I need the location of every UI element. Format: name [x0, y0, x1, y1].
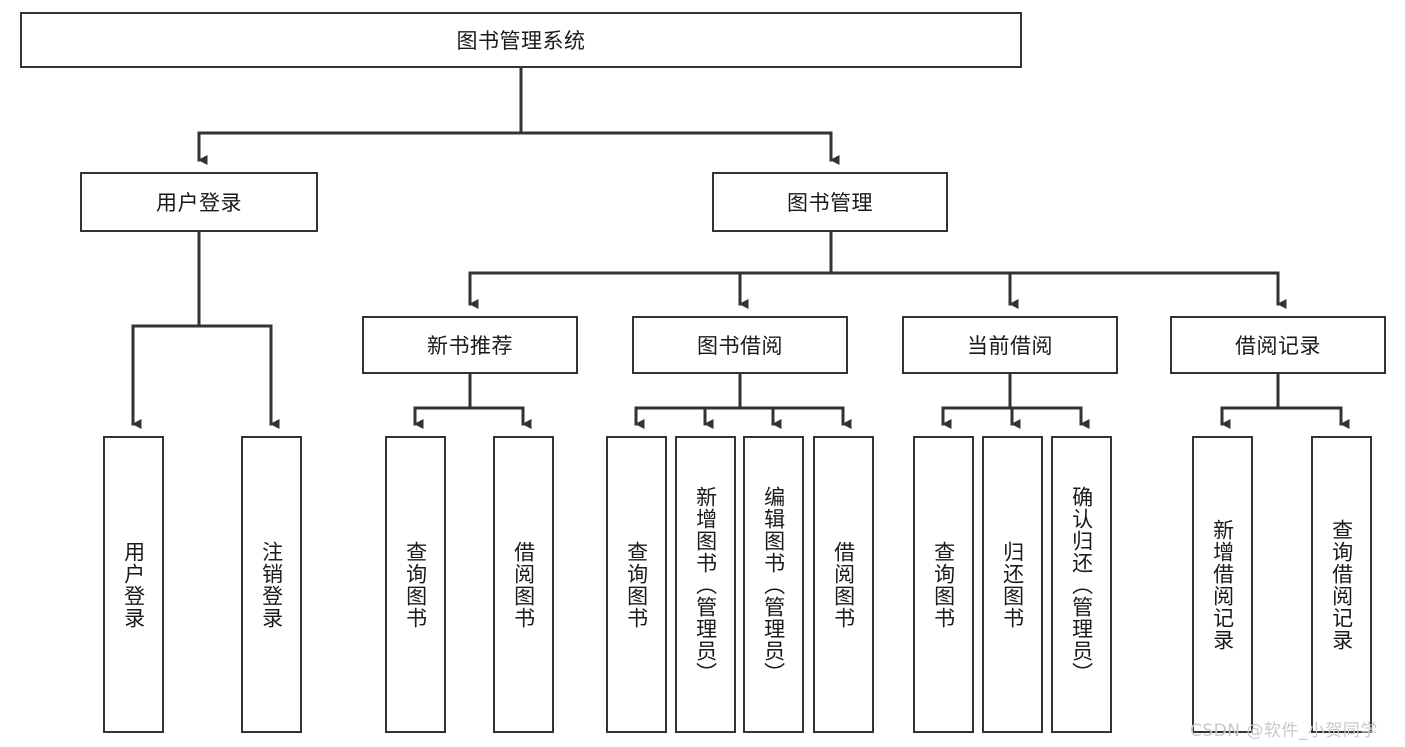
node-leaf-borrow-book-recommend[interactable]: 借阅图书 — [493, 436, 554, 733]
node-label: 查询图书 — [403, 540, 428, 629]
node-leaf-add-borrow-record[interactable]: 新增借阅记录 — [1192, 436, 1253, 733]
node-book-borrow[interactable]: 图书借阅 — [632, 316, 848, 374]
node-leaf-query-book-borrow[interactable]: 查询图书 — [606, 436, 667, 733]
csdn-watermark: CSDN @软件_小贺同学 — [1190, 721, 1378, 741]
node-label: 查询图书 — [931, 540, 956, 629]
node-label: 新增图书（管理员） — [693, 485, 718, 684]
node-leaf-add-book[interactable]: 新增图书（管理员） — [675, 436, 736, 733]
node-leaf-return-book[interactable]: 归还图书 — [982, 436, 1043, 733]
node-label: 当前借阅 — [967, 334, 1053, 358]
node-label: 新书推荐 — [427, 334, 513, 358]
node-book-management[interactable]: 图书管理 — [712, 172, 948, 232]
node-current-borrow[interactable]: 当前借阅 — [902, 316, 1118, 374]
node-label: 确认归还（管理员） — [1069, 485, 1094, 684]
node-label: 借阅图书 — [831, 540, 856, 629]
node-label: 新增借阅记录 — [1210, 518, 1235, 651]
node-leaf-confirm-return[interactable]: 确认归还（管理员） — [1051, 436, 1112, 733]
node-label: 注销登录 — [259, 540, 284, 629]
node-label: 借阅图书 — [511, 540, 536, 629]
node-new-book-recommend[interactable]: 新书推荐 — [362, 316, 578, 374]
node-label: 查询图书 — [624, 540, 649, 629]
node-label: 图书管理系统 — [456, 29, 586, 53]
node-label: 编辑图书（管理员） — [761, 485, 786, 684]
node-leaf-query-borrow-record[interactable]: 查询借阅记录 — [1311, 436, 1372, 733]
node-leaf-logout-login[interactable]: 注销登录 — [241, 436, 302, 733]
node-label: 用户登录 — [156, 191, 242, 215]
node-leaf-edit-book[interactable]: 编辑图书（管理员） — [743, 436, 804, 733]
node-book-management-system[interactable]: 图书管理系统 — [20, 12, 1022, 68]
node-leaf-user-login[interactable]: 用户登录 — [103, 436, 164, 733]
node-leaf-query-book-current[interactable]: 查询图书 — [913, 436, 974, 733]
node-label: 用户登录 — [121, 540, 146, 629]
node-user-login[interactable]: 用户登录 — [80, 172, 318, 232]
node-label: 查询借阅记录 — [1329, 518, 1354, 651]
node-leaf-borrow-book[interactable]: 借阅图书 — [813, 436, 874, 733]
node-label: 归还图书 — [1000, 540, 1025, 629]
node-borrow-record[interactable]: 借阅记录 — [1170, 316, 1386, 374]
node-label: 图书管理 — [787, 191, 873, 215]
node-label: 借阅记录 — [1235, 334, 1321, 358]
node-leaf-query-book-recommend[interactable]: 查询图书 — [385, 436, 446, 733]
node-label: 图书借阅 — [697, 334, 783, 358]
